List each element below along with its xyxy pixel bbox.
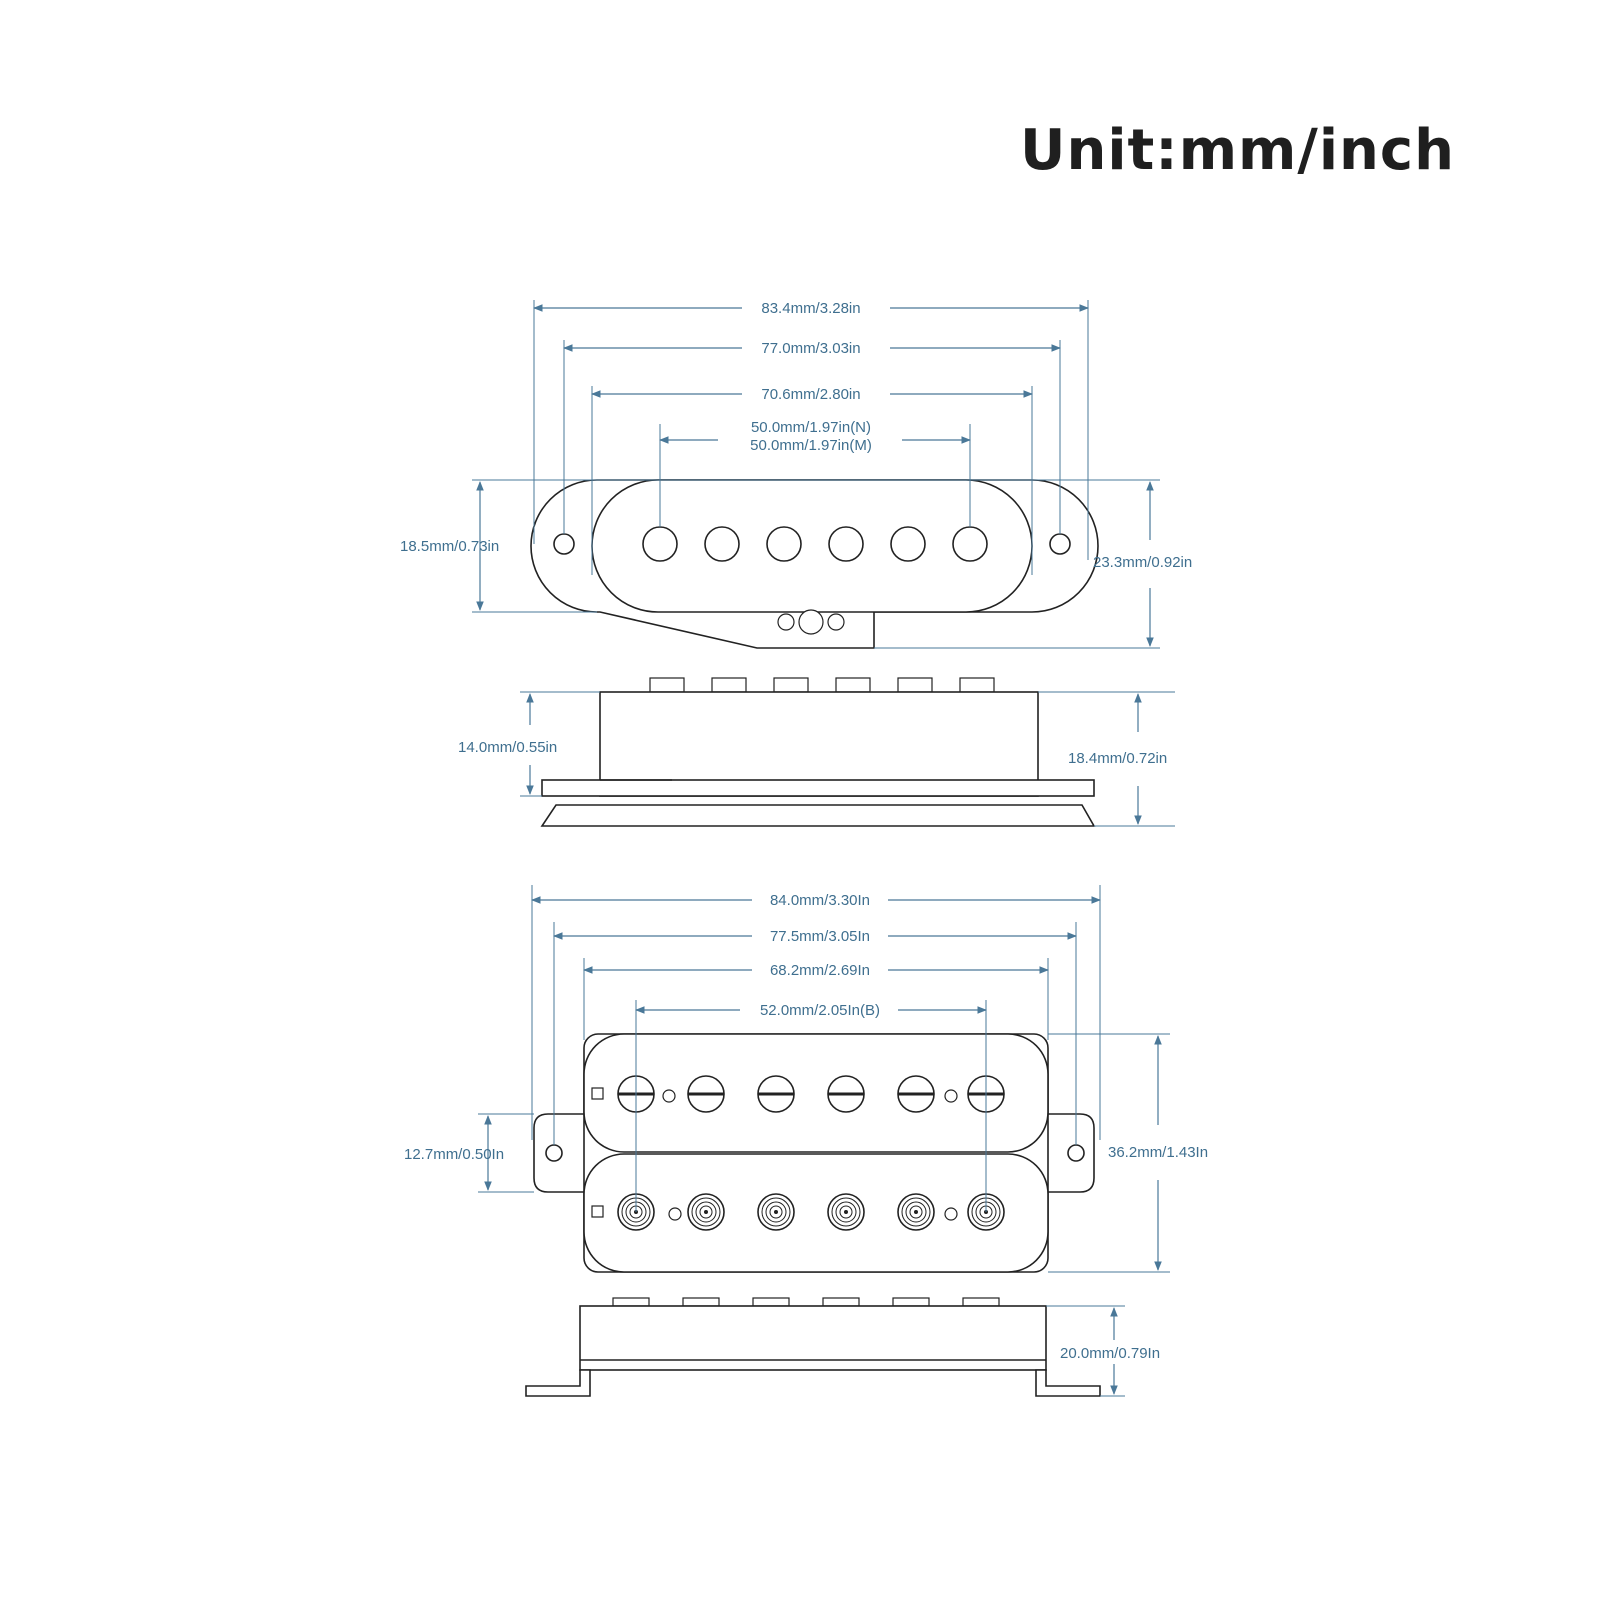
hb-side-foot-right xyxy=(1035,1369,1101,1397)
mount-hole-left xyxy=(553,533,575,555)
pole-piece xyxy=(766,526,802,562)
pole-piece xyxy=(704,526,740,562)
sc-dim-mount-hole-spacing: 77.0mm/3.03in xyxy=(761,340,860,357)
slug-pole xyxy=(687,1193,725,1231)
single-coil-side-view: 14.0mm/0.55in 18.4mm/0.72in xyxy=(458,677,1175,827)
hb-mount-hole-left xyxy=(545,1144,563,1162)
pole-piece xyxy=(890,526,926,562)
eyelet-large xyxy=(798,609,824,635)
hb-dim-cover-width: 68.2mm/2.69In xyxy=(770,962,870,979)
hb-dim-pole-spacing-b: 52.0mm/2.05In(B) xyxy=(760,1002,880,1019)
sc-dim-cover-width: 70.6mm/2.80in xyxy=(761,386,860,403)
pole-piece xyxy=(952,526,988,562)
sc-dim-pole-spacing-n: 50.0mm/1.97in(N) xyxy=(751,419,871,436)
unit-title: Unit:mm/inch xyxy=(1020,118,1455,183)
slug-pole xyxy=(827,1193,865,1231)
hb-side-pole-tops xyxy=(612,1297,1000,1307)
eyelet-small-right xyxy=(827,613,845,631)
sc-dim-total-height: 23.3mm/0.92in xyxy=(1093,554,1192,571)
sc-side-pole-tops xyxy=(649,677,995,693)
sc-side-cover xyxy=(599,691,1039,797)
sc-side-baseplate xyxy=(541,779,1095,797)
hb-slug-poles xyxy=(591,1193,1005,1231)
hb-dim-total-height: 36.2mm/1.43In xyxy=(1108,1144,1208,1161)
pole-piece xyxy=(828,526,864,562)
hb-mount-hole-right xyxy=(1067,1144,1085,1162)
hb-coil-top xyxy=(583,1033,1049,1153)
hb-side-dim-total-height: 20.0mm/0.79In xyxy=(1060,1345,1160,1362)
sc-side-dim-total-height: 18.4mm/0.72in xyxy=(1068,750,1167,767)
slug-pole xyxy=(897,1193,935,1231)
pole-piece xyxy=(642,526,678,562)
sc-dim-pole-spacing-m: 50.0mm/1.97in(M) xyxy=(750,437,872,454)
sc-side-dim-cover-height: 14.0mm/0.55in xyxy=(458,739,557,756)
sc-dim-overall-width: 83.4mm/3.28in xyxy=(761,300,860,317)
hb-coil-bottom xyxy=(583,1153,1049,1273)
sc-side-bottom-plate xyxy=(540,804,1096,827)
humbucker-side-view: 20.0mm/0.79In xyxy=(525,1297,1160,1397)
single-coil-top-view: 83.4mm/3.28in 77.0mm/3.03in 70.6mm/2.80i… xyxy=(400,300,1192,649)
hb-side-foot-left xyxy=(525,1369,591,1397)
mount-hole-right xyxy=(1049,533,1071,555)
eyelet-small-left xyxy=(777,613,795,631)
slug-pole xyxy=(757,1193,795,1231)
hb-dim-mount-hole-spacing: 77.5mm/3.05In xyxy=(770,928,870,945)
sc-dim-cover-height: 18.5mm/0.73in xyxy=(400,538,499,555)
humbucker-top-view: 84.0mm/3.30In 77.5mm/3.05In 68.2mm/2.69I… xyxy=(404,885,1208,1273)
hb-dim-overall-width: 84.0mm/3.30In xyxy=(770,892,870,909)
hb-dim-ear-height: 12.7mm/0.50In xyxy=(404,1146,504,1163)
